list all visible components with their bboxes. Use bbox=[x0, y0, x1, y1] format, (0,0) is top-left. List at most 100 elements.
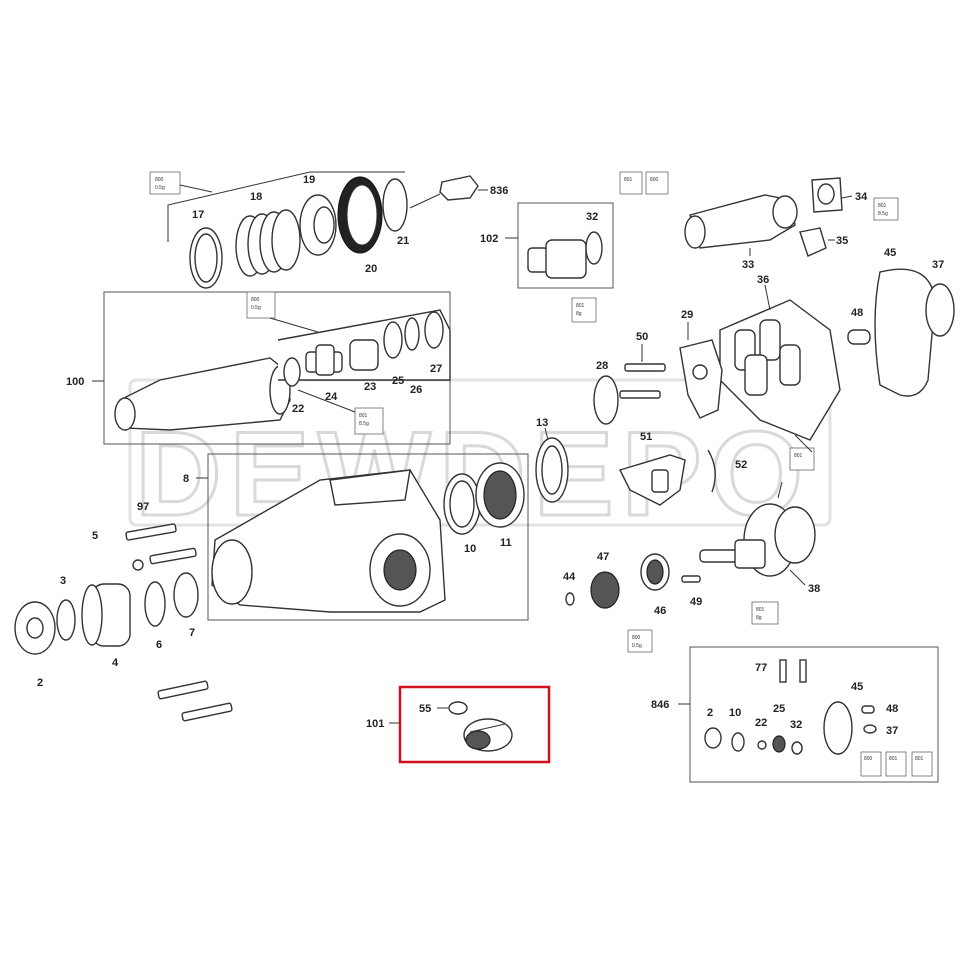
svg-text:800: 800 bbox=[251, 297, 260, 303]
callout-11: 11 bbox=[500, 537, 512, 549]
svg-text:800: 800 bbox=[864, 756, 873, 762]
callout-846-22: 22 bbox=[755, 717, 767, 729]
ring-part-27 bbox=[424, 311, 444, 349]
callout-5: 5 bbox=[92, 530, 98, 542]
callout-846-37: 37 bbox=[886, 725, 898, 737]
callout-10: 10 bbox=[464, 543, 476, 555]
callout-48-top: 48 bbox=[851, 307, 863, 319]
ring-part-26 bbox=[404, 317, 420, 351]
svg-text:8g: 8g bbox=[756, 615, 762, 621]
callout-101: 101 bbox=[366, 718, 384, 730]
striker-part-24 bbox=[305, 344, 343, 376]
svg-text:800: 800 bbox=[632, 635, 641, 641]
clip-part-836: 836 bbox=[409, 175, 508, 209]
svg-text:801: 801 bbox=[359, 413, 368, 419]
ball-part-5 bbox=[132, 559, 144, 571]
knob-kit-101: 101 55 bbox=[366, 685, 551, 764]
callout-18: 18 bbox=[250, 191, 262, 203]
bearing-part-11 bbox=[475, 462, 525, 528]
switch-part-51: 51 bbox=[619, 431, 686, 506]
svg-text:8g: 8g bbox=[576, 311, 582, 317]
callout-846-10: 10 bbox=[729, 707, 741, 719]
svg-text:801: 801 bbox=[756, 607, 765, 613]
spring-part-52: 52 bbox=[707, 449, 747, 493]
bracket-part-29: 29 bbox=[679, 309, 723, 419]
svg-text:801: 801 bbox=[624, 177, 633, 183]
screw-part-97 bbox=[125, 523, 177, 541]
svg-text:0.5g: 0.5g bbox=[155, 185, 165, 191]
callout-21: 21 bbox=[397, 235, 409, 247]
collar-part-4 bbox=[81, 583, 131, 647]
spindle-part-38: 38 801 8g bbox=[699, 481, 820, 625]
spring-part-18 bbox=[235, 209, 301, 277]
housing-part-36: 36 801 bbox=[719, 274, 841, 471]
oring-part-37 bbox=[925, 283, 955, 337]
callout-846: 846 bbox=[651, 699, 669, 711]
callout-6: 6 bbox=[156, 639, 162, 651]
callout-37-top: 37 bbox=[932, 259, 944, 271]
knob-part bbox=[463, 718, 513, 752]
callout-29: 29 bbox=[681, 309, 693, 321]
ring-part-6 bbox=[144, 581, 166, 627]
callout-35: 35 bbox=[836, 235, 848, 247]
watermark-frame bbox=[128, 378, 832, 527]
svg-text:800: 800 bbox=[650, 177, 659, 183]
callout-46: 46 bbox=[654, 605, 666, 617]
callout-24: 24 bbox=[325, 391, 338, 403]
svg-text:801: 801 bbox=[794, 453, 803, 459]
callout-2: 2 bbox=[37, 677, 43, 689]
gear-part-20 bbox=[337, 176, 383, 254]
svg-text:801: 801 bbox=[878, 203, 887, 209]
ring-part-25 bbox=[383, 321, 403, 359]
callout-97: 97 bbox=[137, 501, 149, 513]
gear-housing-group-8: 8 bbox=[183, 453, 529, 621]
highlight-box bbox=[398, 685, 551, 764]
callout-77: 77 bbox=[755, 662, 767, 674]
callout-27: 27 bbox=[430, 363, 442, 375]
callout-13: 13 bbox=[536, 417, 548, 429]
callout-33: 33 bbox=[742, 259, 754, 271]
callout-20: 20 bbox=[365, 263, 377, 275]
callout-32-top: 32 bbox=[586, 211, 598, 223]
ring-part-3 bbox=[56, 599, 76, 641]
callout-36: 36 bbox=[757, 274, 769, 286]
svg-text:8.5g: 8.5g bbox=[359, 421, 369, 427]
oring-part-28 bbox=[593, 375, 619, 425]
callout-50: 50 bbox=[636, 331, 648, 343]
pin-part-48: 48 bbox=[847, 307, 871, 345]
callout-26: 26 bbox=[410, 384, 422, 396]
callout-102: 102 bbox=[480, 233, 498, 245]
callout-34: 34 bbox=[855, 191, 868, 203]
callout-55: 55 bbox=[419, 703, 431, 715]
gasket-part-45: 45 bbox=[874, 247, 936, 397]
callout-846-45: 45 bbox=[851, 681, 863, 693]
ring-part-21 bbox=[382, 178, 408, 232]
svg-text:0.5g: 0.5g bbox=[632, 643, 642, 649]
callout-846-2: 2 bbox=[707, 707, 713, 719]
callout-3: 3 bbox=[60, 575, 66, 587]
callout-846-32: 32 bbox=[790, 719, 802, 731]
callout-25: 25 bbox=[392, 375, 404, 387]
callout-4: 4 bbox=[112, 657, 119, 669]
ring-part-22 bbox=[283, 357, 301, 387]
callout-19: 19 bbox=[303, 174, 315, 186]
callout-22: 22 bbox=[292, 403, 304, 415]
callout-44: 44 bbox=[563, 571, 576, 583]
bearing-part-46: 46 bbox=[640, 553, 670, 617]
svg-text:801: 801 bbox=[915, 756, 924, 762]
callout-846-48: 48 bbox=[886, 703, 898, 715]
screw-part-50: 50 bbox=[619, 331, 666, 399]
oring-part-55 bbox=[448, 701, 468, 715]
bearing-part-47: 47 bbox=[590, 551, 620, 609]
callout-47: 47 bbox=[597, 551, 609, 563]
piston-group-102: 102 32 801 8g bbox=[480, 202, 614, 323]
svg-text:801: 801 bbox=[576, 303, 585, 309]
callout-38: 38 bbox=[808, 583, 820, 595]
svg-text:0.5g: 0.5g bbox=[251, 305, 261, 311]
